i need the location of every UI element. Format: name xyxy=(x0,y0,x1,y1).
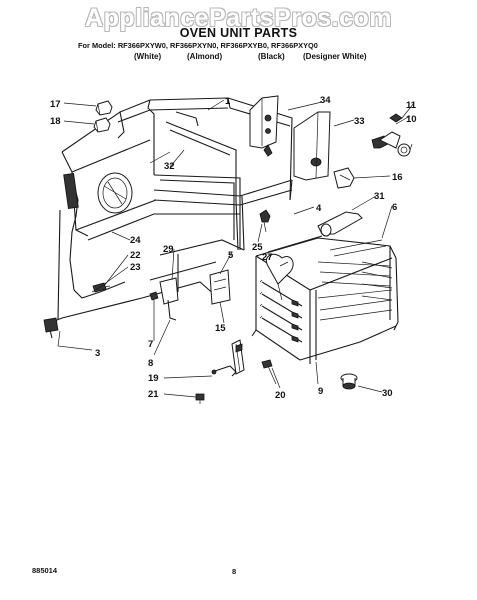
callout-22: 22 xyxy=(130,250,141,261)
callout-1: 1 xyxy=(225,96,231,107)
callout-24: 24 xyxy=(130,235,141,246)
finish-black: (Black) xyxy=(258,52,285,61)
document-number: 885014 xyxy=(32,566,58,575)
latch-8 xyxy=(231,339,245,375)
bracket-34 xyxy=(249,95,279,157)
finish-white: (White) xyxy=(134,52,162,61)
leader-lines xyxy=(57,99,415,398)
callout-11: 11 xyxy=(406,100,417,111)
foot-30 xyxy=(340,373,358,390)
finish-almond: (Almond) xyxy=(187,52,223,61)
callout-17: 17 xyxy=(50,99,61,110)
panel-33 xyxy=(293,111,331,181)
callout-16: 16 xyxy=(392,172,403,183)
callout-32: 32 xyxy=(164,161,175,172)
callout-33: 33 xyxy=(354,116,365,127)
screw-21 xyxy=(195,393,205,404)
callout-34: 34 xyxy=(320,95,331,106)
callout-3: 3 xyxy=(95,348,100,359)
callout-9: 9 xyxy=(318,386,323,397)
page-number: 8 xyxy=(232,567,237,576)
site-watermark: AppliancePartsPros.com xyxy=(85,4,392,32)
callout-23: 23 xyxy=(130,262,141,273)
callout-30: 30 xyxy=(382,388,393,399)
callout-21: 21 xyxy=(148,389,159,400)
callout-27: 27 xyxy=(262,252,273,263)
callout-10: 10 xyxy=(406,114,417,125)
callout-15: 15 xyxy=(215,323,226,334)
callout-25: 25 xyxy=(252,242,263,253)
callout-4: 4 xyxy=(316,203,322,214)
callout-19: 19 xyxy=(148,373,159,384)
convection-fan xyxy=(97,172,133,214)
callout-8: 8 xyxy=(148,358,153,369)
callout-7: 7 xyxy=(148,339,153,350)
finish-designer-white: (Designer White) xyxy=(303,52,367,61)
lamp-assembly xyxy=(371,113,411,157)
screw-7 xyxy=(149,291,159,301)
hinge-bracket xyxy=(159,269,231,321)
oven-cavity-liner xyxy=(251,235,399,364)
sensor-16 xyxy=(333,167,355,189)
cap-18 xyxy=(93,117,111,133)
callout-29: 29 xyxy=(163,244,174,255)
model-list: For Model: RF366PXYW0, RF366PXYN0, RF366… xyxy=(78,41,318,50)
screw-20 xyxy=(261,359,277,385)
callout-31: 31 xyxy=(374,191,385,202)
callout-6: 6 xyxy=(392,202,397,213)
page-title: OVEN UNIT PARTS xyxy=(179,26,298,40)
callout-20: 20 xyxy=(275,390,286,401)
bracket-25 xyxy=(259,209,271,233)
callout-5: 5 xyxy=(228,250,234,261)
link-19 xyxy=(211,365,237,377)
rail-31 xyxy=(317,211,363,237)
callout-18: 18 xyxy=(50,116,61,127)
cap-17 xyxy=(95,100,113,116)
leveling-leg xyxy=(43,317,59,339)
callout-labels: 1 3 4 5 6 7 8 9 10 11 15 16 17 18 19 20 … xyxy=(50,95,417,401)
